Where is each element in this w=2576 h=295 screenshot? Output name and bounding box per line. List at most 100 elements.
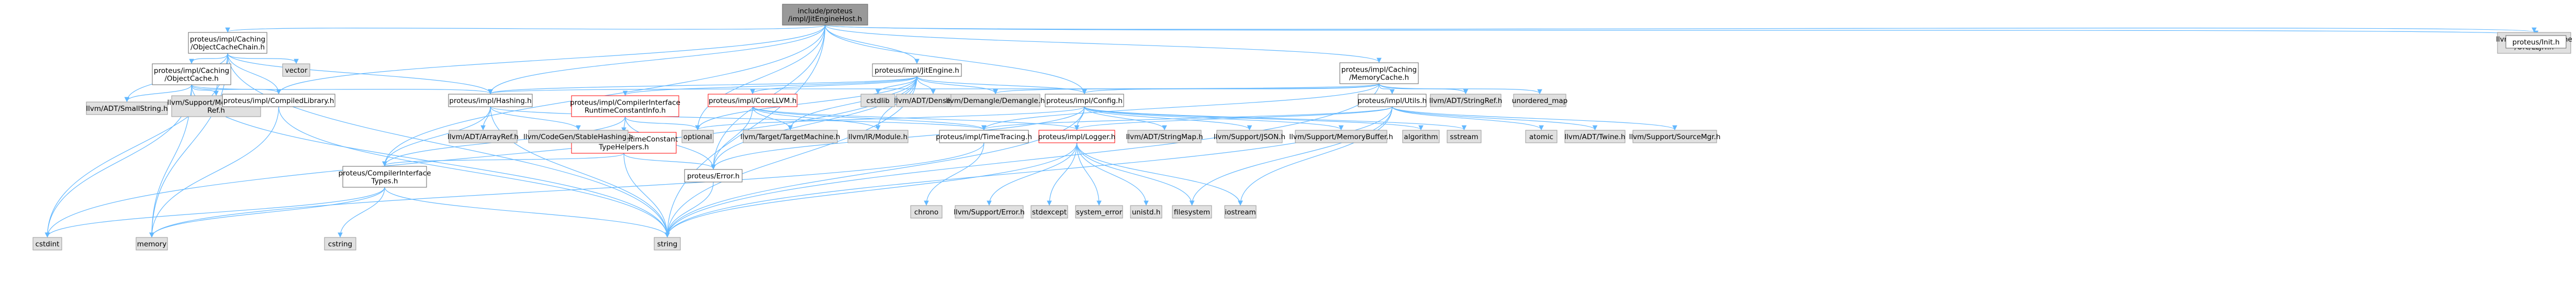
node-label: /MemoryCache.h — [1349, 74, 1409, 82]
graph-edge-jitengine-to-cstdlib — [875, 76, 917, 95]
graph-node-timetracing[interactable]: proteus/impl/TimeTracing.h — [936, 130, 1032, 143]
graph-edge-objcachechain-to-string — [227, 53, 670, 238]
graph-edge-memorycache-to-demangle — [993, 83, 1380, 95]
graph-node-string: string — [654, 237, 681, 251]
node-box — [342, 166, 427, 188]
node-label: include/proteus — [798, 7, 853, 16]
node-box — [782, 4, 868, 26]
node-label: proteus/Init.h — [2512, 38, 2559, 47]
node-box — [1525, 130, 1558, 143]
graph-edge-hashing-to-stablehashing — [490, 106, 581, 131]
graph-edge-coredllvm-to-irmodule — [752, 106, 881, 131]
graph-node-cireconstinfo[interactable]: proteus/impl/CompilerInterfaceRuntimeCon… — [570, 95, 680, 117]
graph-node-atomic: atomic — [1525, 130, 1558, 143]
node-box — [939, 130, 1029, 143]
node-box — [1031, 205, 1068, 219]
graph-node-optional: optional — [681, 130, 714, 143]
graph-edges — [44, 25, 2538, 238]
node-label: sstream — [1450, 133, 1478, 141]
graph-node-utils[interactable]: proteus/impl/Utils.h — [1358, 94, 1427, 107]
node-label: filesystem — [1174, 208, 1210, 217]
graph-edge-error-to-string — [665, 181, 714, 238]
graph-edge-utils-to-filesystem — [1189, 106, 1393, 206]
node-box — [1358, 94, 1427, 107]
graph-node-memorycache[interactable]: proteus/impl/Caching/MemoryCache.h — [1339, 62, 1419, 84]
node-box — [1130, 205, 1162, 219]
graph-node-stringref: llvm/ADT/StringRef.h — [1429, 94, 1503, 107]
graph-edge-config-to-json — [1084, 106, 1252, 131]
node-label: llvm/ADT/ArrayRef.h — [447, 133, 519, 141]
node-label: string — [657, 240, 678, 248]
graph-edge-jitengine-to-optional — [695, 76, 917, 131]
node-label: proteus/impl/CoreLLVM.h — [709, 97, 797, 105]
graph-edge-jitengine-to-densemap — [916, 76, 936, 95]
graph-node-coredllvm[interactable]: proteus/impl/CoreLLVM.h — [708, 94, 798, 107]
node-label: llvm/Demangle/Demangle.h — [946, 97, 1045, 105]
graph-node-smallstring: llvm/ADT/SmallString.h — [86, 101, 168, 115]
graph-edge-config-to-sstream — [1084, 106, 1467, 131]
node-label: llvm/Support/JSON.h — [1214, 133, 1285, 141]
graph-node-unistd: unistd.h — [1130, 205, 1162, 219]
node-label: cstring — [328, 240, 352, 248]
graph-node-arrayref: llvm/ADT/ArrayRef.h — [447, 130, 519, 143]
graph-edge-memorycache-to-utils — [1379, 83, 1395, 95]
graph-node-error[interactable]: proteus/Error.h — [684, 169, 743, 183]
node-box — [1430, 94, 1502, 107]
node-box — [2505, 35, 2567, 49]
graph-node-memorybuffer: llvm/Support/MemoryBuffer.h — [1289, 130, 1393, 143]
graph-edge-runtimeconsttypehelpers-to-string — [623, 153, 670, 238]
graph-node-targetmachine: llvm/Target/TargetMachine.h — [741, 130, 841, 143]
graph-node-config[interactable]: proteus/impl/Config.h — [1045, 94, 1124, 107]
node-box — [152, 63, 231, 85]
graph-edge-objcachechain-to-compiledlibrary — [227, 53, 282, 95]
graph-edge-root-to-hashing — [488, 25, 826, 95]
node-label: proteus/Error.h — [687, 172, 740, 180]
node-label: /ObjectCache.h — [164, 75, 218, 83]
graph-edge-logger-to-system_error — [1076, 142, 1102, 206]
graph-node-sstream: sstream — [1447, 130, 1482, 143]
node-label: iostream — [1225, 208, 1256, 217]
graph-node-objcache[interactable]: proteus/impl/Caching/ObjectCache.h — [152, 63, 231, 85]
graph-edge-jitengine-to-config — [916, 76, 1087, 95]
node-box — [872, 63, 962, 77]
graph-node-stringmap: llvm/ADT/StringMap.h — [1126, 130, 1203, 143]
graph-edge-jitengine-to-cstdint — [44, 76, 917, 238]
node-box — [571, 95, 679, 117]
node-box — [1045, 94, 1124, 107]
node-label: llvm/Target/TargetMachine.h — [741, 133, 841, 141]
graph-edge-logger-to-string — [665, 142, 1078, 238]
node-label: TypeHelpers.h — [598, 143, 649, 152]
graph-node-twine: llvm/ADT/Twine.h — [1564, 130, 1626, 143]
graph-node-cstring: cstring — [324, 237, 356, 251]
node-label: algorithm — [1404, 133, 1438, 141]
node-label: llvm/CodeGen/StableHashing.h — [523, 133, 633, 141]
node-label: proteus/impl/Caching — [154, 67, 229, 75]
graph-edge-citypes-to-string — [384, 187, 670, 238]
graph-node-jitengine[interactable]: proteus/impl/JitEngine.h — [872, 63, 962, 77]
graph-node-logger[interactable]: proteus/impl/Logger.h — [1038, 130, 1116, 143]
node-label: vector — [285, 66, 308, 75]
node-label: llvm/ADT/StringRef.h — [1429, 97, 1503, 105]
graph-node-objcachechain[interactable]: proteus/impl/Caching/ObjectCacheChain.h — [188, 32, 267, 54]
node-box — [1216, 130, 1283, 143]
graph-node-root[interactable]: include/proteus/impl/JitEngineHost.h — [782, 4, 868, 26]
graph-edge-logger-to-stdexcept — [1047, 142, 1078, 206]
graph-edge-root-to-optional — [695, 25, 826, 131]
graph-edge-objcachechain-to-vector — [227, 53, 299, 64]
graph-edge-config-to-memorybuffer — [1084, 106, 1344, 131]
node-box — [708, 94, 798, 107]
graph-node-iostream: iostream — [1224, 205, 1257, 219]
graph-edge-jitengine-to-cireconstinfo — [622, 76, 917, 96]
graph-edge-logger-to-unistd — [1076, 142, 1149, 206]
node-box — [86, 101, 168, 115]
node-box — [1339, 62, 1419, 84]
graph-node-init[interactable]: proteus/Init.h — [2505, 35, 2567, 49]
graph-node-hashing[interactable]: proteus/impl/Hashing.h — [448, 94, 533, 107]
node-label: chrono — [914, 208, 938, 217]
node-box — [1075, 205, 1123, 219]
graph-edge-hashing-to-timetracing — [490, 106, 987, 131]
node-box — [1127, 130, 1202, 143]
graph-node-compiledlibrary[interactable]: proteus/impl/CompiledLibrary.h — [222, 94, 335, 107]
graph-node-supporterror: llvm/Support/Error.h — [954, 205, 1025, 219]
